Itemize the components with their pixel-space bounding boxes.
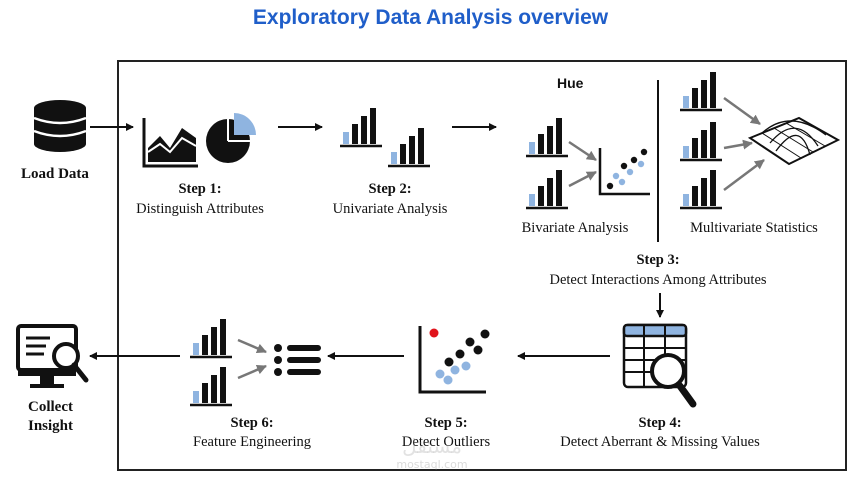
bivariate-label: Bivariate Analysis: [521, 220, 629, 236]
pie-chart-icon: [206, 113, 256, 163]
step1-desc: Distinguish Attributes: [136, 201, 264, 217]
database-icon: [33, 100, 87, 152]
collect-insight-line2: Insight: [28, 418, 74, 434]
step2-title: Step 2:: [368, 181, 412, 197]
area-chart-icon: [142, 118, 198, 168]
multivariate-bars-icon-2: [680, 122, 722, 162]
feature-bars-icon-1: [190, 319, 232, 359]
multivariate-bars-icon-3: [680, 170, 722, 210]
page-title: Exploratory Data Analysis overview: [252, 6, 609, 29]
monitor-magnifier-icon: [16, 324, 89, 388]
table-magnifier-icon: [622, 323, 697, 408]
feature-bars-icon-2: [190, 367, 232, 407]
bivariate-scatter-icon: [598, 148, 650, 196]
bivariate-bars-icon-1: [526, 118, 568, 158]
step5-desc: Detect Outliers: [401, 434, 491, 450]
load-data-label: Load Data: [21, 166, 89, 182]
step3-desc: Detect Interactions Among Attributes: [549, 272, 767, 288]
step1-title: Step 1:: [178, 181, 222, 197]
list-icon: [274, 344, 321, 376]
univariate-bars-icon-1: [340, 108, 382, 148]
multivariate-label: Multivariate Statistics: [690, 220, 818, 236]
step4-title: Step 4:: [638, 415, 682, 431]
step5-title: Step 5:: [424, 415, 468, 431]
watermark-logo: مستقل: [402, 434, 462, 458]
collect-insight-line1: Collect: [28, 399, 73, 415]
step6-desc: Feature Engineering: [193, 434, 311, 450]
univariate-bars-icon-2: [388, 128, 430, 168]
process-frame: [117, 60, 847, 471]
multivariate-bars-icon-1: [680, 72, 722, 112]
surface-plot-icon: [747, 116, 841, 166]
step3-title: Step 3:: [636, 252, 680, 268]
outlier-scatter-icon: [418, 326, 490, 394]
watermark-url: mostaql.com: [396, 458, 468, 471]
step2-desc: Univariate Analysis: [332, 201, 448, 217]
step6-title: Step 6:: [230, 415, 274, 431]
bivariate-bars-icon-2: [526, 170, 568, 210]
step4-desc: Detect Aberrant & Missing Values: [560, 434, 760, 450]
collect-insight-label: Collect Insight: [28, 398, 73, 436]
hue-label: Hue: [557, 75, 584, 91]
